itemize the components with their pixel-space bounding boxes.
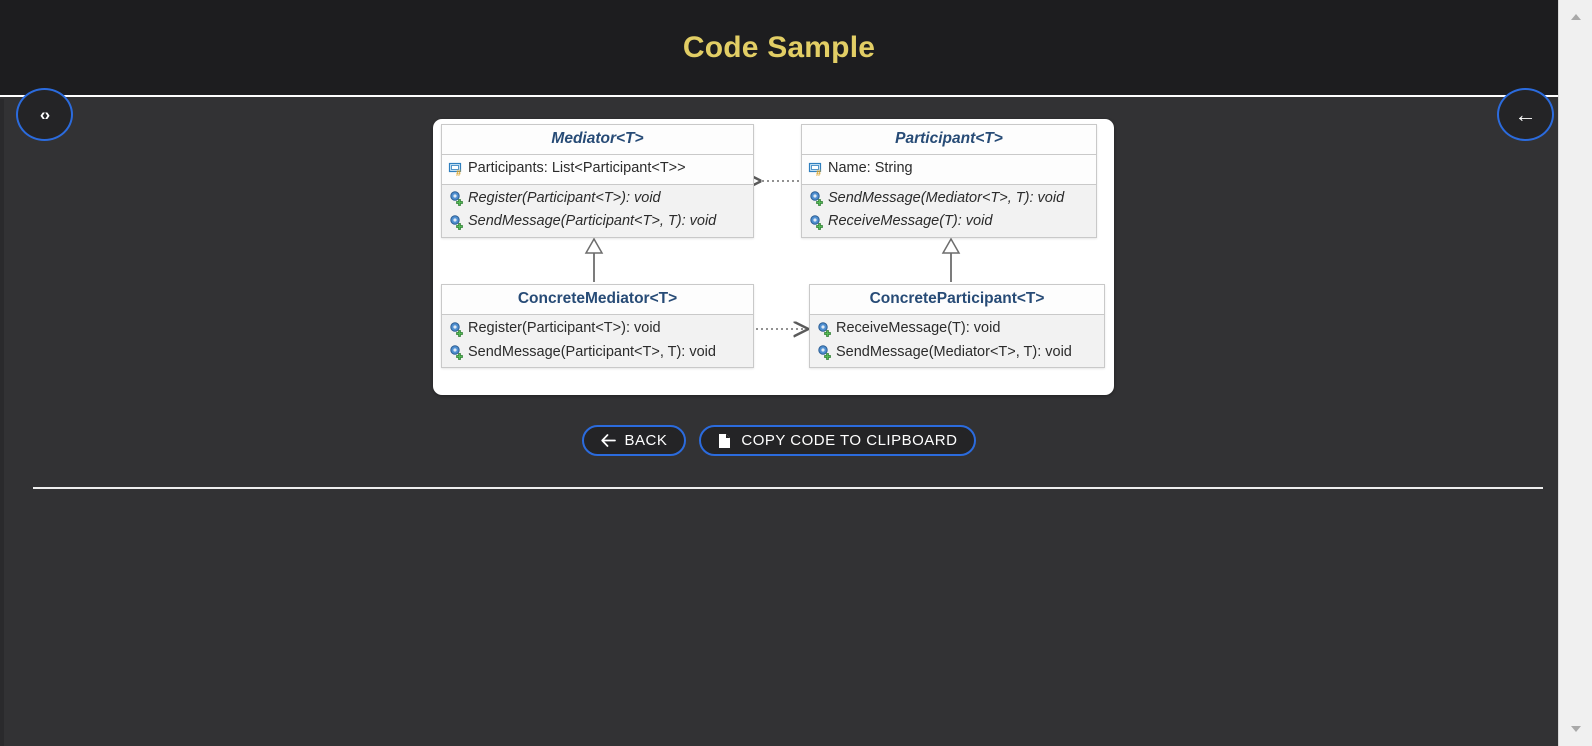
uml-method-label: SendMessage(Participant<T>, T): void <box>468 213 717 230</box>
uml-diagram-card: Mediator<T> # Participants: List<Partici… <box>433 119 1114 395</box>
method-icon <box>818 345 831 361</box>
uml-methods-section: SendMessage(Mediator<T>, T): void Receiv… <box>802 183 1096 237</box>
uml-method: Register(Participant<T>): void <box>442 187 753 211</box>
uml-method: SendMessage(Mediator<T>, T): void <box>810 341 1104 365</box>
uml-class-title: Participant<T> <box>802 125 1096 154</box>
uml-field-label: Name: String <box>828 160 913 176</box>
scroll-up-button[interactable] <box>1559 0 1592 34</box>
uml-class-participant[interactable]: Participant<T> # Name: String <box>801 124 1097 238</box>
uml-diagram: Mediator<T> # Participants: List<Partici… <box>433 119 1114 395</box>
uml-method: ReceiveMessage(T): void <box>802 210 1096 234</box>
chevron-down-icon <box>1571 726 1581 732</box>
uml-class-title: ConcreteMediator<T> <box>442 285 753 314</box>
uml-class-title: Mediator<T> <box>442 125 753 154</box>
code-brackets-icon: ‹› <box>39 105 50 124</box>
action-bar: BACK COPY CODE TO CLIPBOARD <box>0 425 1558 456</box>
method-icon <box>810 215 823 230</box>
uml-method: SendMessage(Participant<T>, T): void <box>442 210 753 234</box>
section-divider <box>33 487 1543 489</box>
uml-fields-section: # Name: String <box>802 154 1096 184</box>
file-copy-icon <box>719 433 731 448</box>
uml-method-label: SendMessage(Mediator<T>, T): void <box>828 189 1065 206</box>
uml-method: SendMessage(Participant<T>, T): void <box>442 341 753 365</box>
arrow-left-icon: ← <box>1514 101 1537 127</box>
field-icon: # <box>448 162 462 177</box>
left-edge-strip <box>0 99 4 746</box>
vertical-scrollbar[interactable] <box>1558 0 1592 746</box>
uml-methods-section: Register(Participant<T>): void SendMessa… <box>442 314 753 368</box>
svg-text:#: # <box>456 168 461 177</box>
method-icon <box>450 191 463 207</box>
uml-class-mediator[interactable]: Mediator<T> # Participants: List<Partici… <box>441 124 754 238</box>
method-icon <box>450 345 463 361</box>
method-icon <box>450 322 463 337</box>
uml-fields-section: # Participants: List<Participant<T>> <box>442 154 753 184</box>
uml-field: # Name: String <box>802 157 1096 181</box>
uml-method-label: SendMessage(Participant<T>, T): void <box>468 343 716 360</box>
chevron-up-icon <box>1571 14 1581 20</box>
page-title: Code Sample <box>682 30 876 64</box>
back-button[interactable]: BACK <box>581 425 687 456</box>
uml-class-concrete-mediator[interactable]: ConcreteMediator<T> Register(Participant… <box>441 284 754 369</box>
uml-methods-section: ReceiveMessage(T): void SendMessage(Medi… <box>810 314 1104 368</box>
method-icon <box>810 191 823 207</box>
method-icon <box>450 215 463 230</box>
copy-code-button-label: COPY CODE TO CLIPBOARD <box>741 432 958 449</box>
uml-method: SendMessage(Mediator<T>, T): void <box>802 187 1096 211</box>
uml-class-concrete-participant[interactable]: ConcreteParticipant<T> ReceiveMessage(T)… <box>809 284 1105 369</box>
uml-field: # Participants: List<Participant<T>> <box>442 157 753 181</box>
arrow-left-icon <box>600 434 616 447</box>
back-button-label: BACK <box>624 432 668 449</box>
uml-method: ReceiveMessage(T): void <box>810 317 1104 341</box>
relation-concretemediator-extends-mediator <box>584 237 604 282</box>
uml-method-label: ReceiveMessage(T): void <box>836 320 1001 336</box>
uml-method-label: SendMessage(Mediator<T>, T): void <box>836 343 1072 360</box>
relation-concreteparticipant-extends-participant <box>941 237 961 282</box>
uml-method-label: Register(Participant<T>): void <box>468 189 661 206</box>
method-icon <box>818 322 831 337</box>
uml-methods-section: Register(Participant<T>): void SendMessa… <box>442 183 753 237</box>
uml-method-label: Register(Participant<T>): void <box>468 320 661 336</box>
page-header: Code Sample <box>0 0 1558 97</box>
scroll-down-button[interactable] <box>1559 712 1592 746</box>
svg-text:#: # <box>816 168 821 177</box>
copy-code-button[interactable]: COPY CODE TO CLIPBOARD <box>699 425 977 456</box>
code-toggle-button[interactable]: ‹› <box>16 88 73 141</box>
uml-method-label: ReceiveMessage(T): void <box>828 213 993 230</box>
uml-field-label: Participants: List<Participant<T>> <box>468 160 686 176</box>
field-icon: # <box>808 162 822 177</box>
main-content: Mediator<T> # Participants: List<Partici… <box>0 99 1558 746</box>
back-arrow-button[interactable]: ← <box>1497 88 1554 141</box>
uml-class-title: ConcreteParticipant<T> <box>810 285 1104 314</box>
uml-method: Register(Participant<T>): void <box>442 317 753 341</box>
